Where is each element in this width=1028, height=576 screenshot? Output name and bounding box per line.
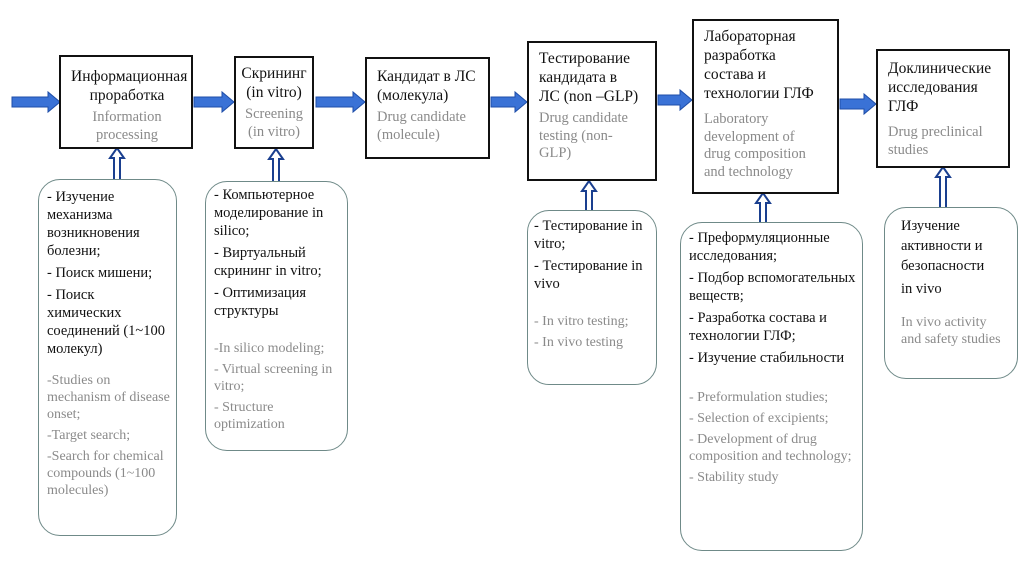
detail-list-en: -Studies on mechanism of disease onset; … [47,372,170,499]
detail-item: - Компьютерное моделирование in silico; [214,187,324,239]
detail-box-candidate-testing: - Тестирование in vitro; - Тестирование … [527,210,657,385]
flow-arrow-icon [839,92,877,116]
flow-arrow-icon [193,90,235,114]
detail-item: In vivo activity and safety studies [901,315,1001,347]
flow-arrow-icon [657,88,693,112]
support-arrow-icon [267,147,285,183]
detail-item: - Structure optimization [214,400,285,432]
detail-item: -Search for chemical compounds (1~100 mo… [47,449,164,498]
detail-list-ru: Изучение активности и безопасности in vi… [901,216,1009,298]
stage-box-screening: Скрининг (in vitro) Screening (in vitro) [234,56,314,149]
stage-title-ru: Тестирование кандидата в ЛС (non –GLP) [539,50,639,105]
detail-item: - Тестирование in vitro; [534,218,643,252]
detail-item: - In vitro testing; [534,314,629,329]
stage-title-ru: Доклинические исследования ГЛФ [888,60,992,115]
support-arrow-icon [108,146,126,181]
stage-title-en: Information processing [92,109,162,143]
detail-list-en: -In silico modeling; - Virtual screening… [214,340,341,433]
detail-item: - Тестирование in vivo [534,258,643,292]
stage-box-drug-candidate: Кандидат в ЛС (молекула) Drug candidate … [365,57,490,159]
detail-item: - Development of drug composition and te… [689,432,852,464]
detail-list-ru: - Компьютерное моделирование in silico; … [214,186,341,320]
stage-title-en: Laboratory development of drug compositi… [704,111,806,180]
detail-item: -Studies on mechanism of disease onset; [47,373,170,422]
support-arrow-icon [934,165,952,209]
detail-box-lab-development: - Преформуляционные исследования; - Подб… [680,222,863,551]
stage-box-candidate-testing: Тестирование кандидата в ЛС (non –GLP) D… [527,41,657,181]
detail-item: - Stability study [689,470,779,485]
stage-title-ru: Информационная проработка [71,68,188,104]
stage-title-ru: Кандидат в ЛС (молекула) [377,68,476,104]
detail-list-en: In vivo activity and safety studies [901,314,1009,348]
detail-item: - Preformulation studies; [689,390,829,405]
detail-item: - Selection of excipients; [689,411,829,426]
stage-title-ru: Скрининг (in vitro) [241,65,307,101]
detail-item: - Virtual screening in vitro; [214,362,333,394]
detail-item: - Разработка состава и технологии ГЛФ; [689,310,827,344]
stage-title-en: Drug candidate testing (non- GLP) [539,110,628,161]
flow-arrow-icon [11,90,61,114]
stage-title-en: Screening (in vitro) [245,106,303,140]
detail-list-ru: - Преформуляционные исследования; - Подб… [689,229,856,367]
detail-item: - Поиск мишени; [47,265,153,281]
detail-item: - Преформуляционные исследования; [689,230,830,264]
flow-arrow-icon [490,90,528,114]
detail-item: - In vivo testing [534,335,624,350]
detail-item: - Подбор вспомогательных веществ; [689,270,856,304]
support-arrow-icon [754,191,772,224]
stage-title-ru: Лабораторная разработка состава и технол… [704,28,814,102]
stage-box-preclinical-studies: Доклинические исследования ГЛФ Drug prec… [876,49,1010,168]
detail-box-preclinical-studies: Изучение активности и безопасности in vi… [884,207,1018,379]
stage-title-en: Drug candidate (molecule) [377,109,466,143]
detail-item: - Оптимизация структуры [214,285,307,319]
detail-item: -In silico modeling; [214,341,325,356]
stage-title-en: Drug preclinical studies [888,124,983,158]
detail-list-ru: - Тестирование in vitro; - Тестирование … [534,217,650,293]
detail-list-en: - Preformulation studies; - Selection of… [689,389,856,486]
detail-item: -Target search; [47,428,131,443]
detail-box-screening: - Компьютерное моделирование in silico; … [205,181,348,451]
detail-box-information-processing: - Изучение механизма возникновения болез… [38,179,177,536]
detail-item: - Изучение механизма возникновения болез… [47,189,140,259]
detail-item: in vivo [901,281,942,297]
detail-item: - Поиск химических соединений (1~100 мол… [47,287,166,357]
detail-list-en: - In vitro testing; - In vivo testing [534,313,650,351]
detail-item: Изучение активности и безопасности [901,218,985,274]
detail-item: - Виртуальный скрининг in vitro; [214,245,322,279]
detail-item: - Изучение стабильности [689,350,845,366]
stage-box-information-processing: Информационная проработка Information pr… [59,55,193,149]
support-arrow-icon [580,179,598,212]
flow-arrow-icon [315,90,366,114]
stage-box-lab-development: Лабораторная разработка состава и технол… [692,19,839,194]
detail-list-ru: - Изучение механизма возникновения болез… [47,188,170,358]
